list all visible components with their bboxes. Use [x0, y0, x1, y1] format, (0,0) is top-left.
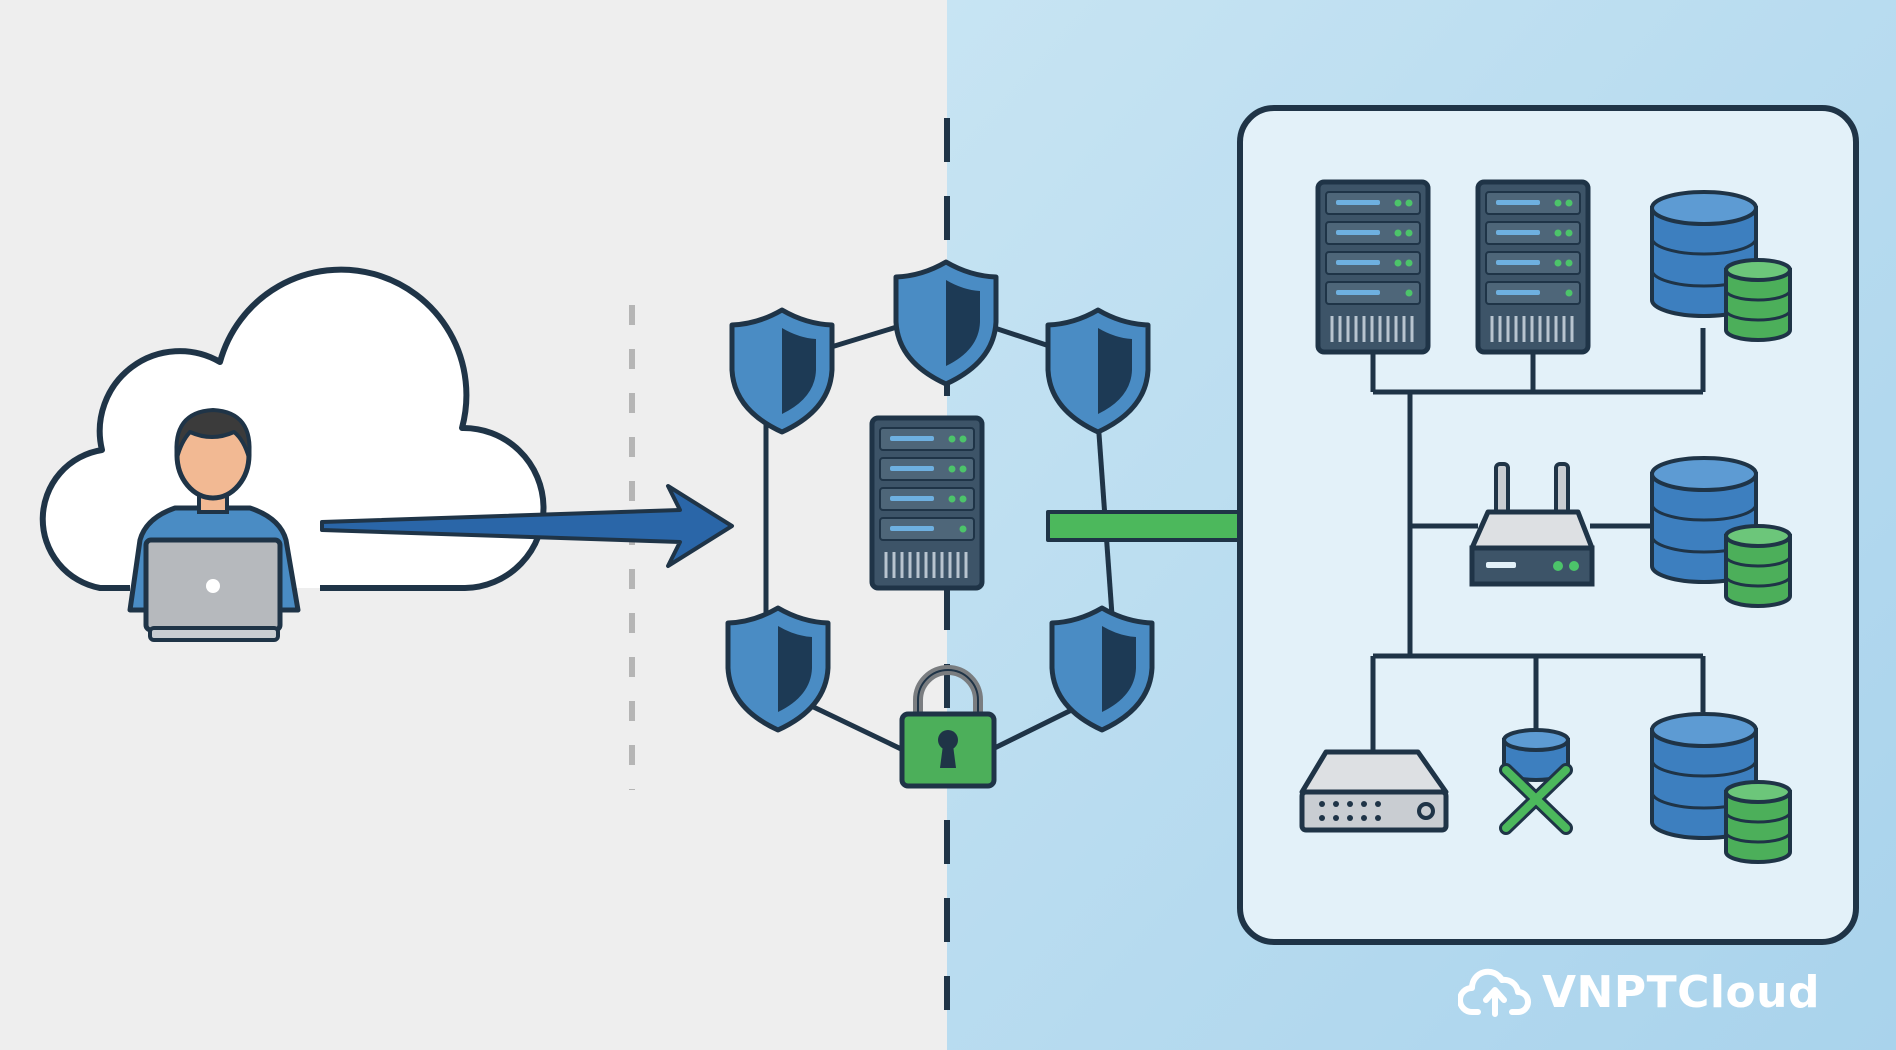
- padlock-icon: [899, 665, 997, 789]
- network-links: [1370, 328, 1706, 756]
- server-icon: [1478, 182, 1588, 352]
- laptop-icon: [143, 537, 283, 642]
- arrow-right-icon: [320, 484, 734, 568]
- network-switch-icon: [1299, 749, 1449, 833]
- brand-name: VNPTCloud: [1541, 967, 1820, 1018]
- brand-logo: VNPTCloud: [1457, 967, 1820, 1018]
- router-icon: [1469, 462, 1595, 587]
- server-icon: [872, 418, 982, 588]
- cloud-upload-icon: [1457, 968, 1531, 1017]
- server-icon: [1318, 182, 1428, 352]
- blocked-database-icon: [1499, 728, 1573, 835]
